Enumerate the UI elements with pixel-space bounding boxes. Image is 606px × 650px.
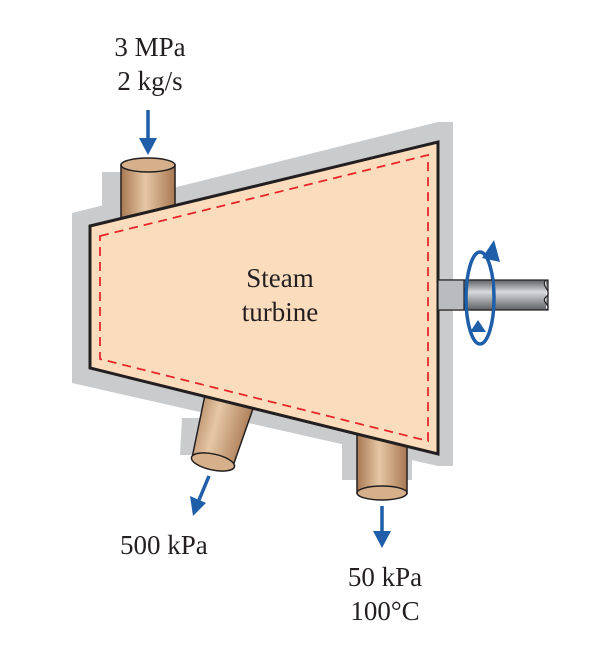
control-volume-boundary bbox=[99, 153, 429, 443]
turbine-label-line1: Steam bbox=[246, 263, 314, 293]
inlet-mass-flow: 2 kg/s bbox=[117, 66, 183, 96]
extraction-pressure: 500 kPa bbox=[120, 530, 208, 560]
turbine-label: Steam turbine bbox=[180, 261, 380, 329]
extraction-flow-arrow-icon bbox=[190, 475, 211, 516]
extraction-pressure-label: 500 kPa bbox=[120, 528, 280, 562]
turbine-label-line2: turbine bbox=[241, 297, 319, 327]
exit-conditions-label: 50 kPa 100°C bbox=[310, 560, 460, 628]
exit-temperature: 100°C bbox=[350, 596, 420, 626]
inlet-pressure: 3 MPa bbox=[114, 32, 186, 62]
exit-pressure: 50 kPa bbox=[347, 562, 423, 592]
turbine-body bbox=[88, 140, 440, 456]
inlet-conditions-label: 3 MPa 2 kg/s bbox=[70, 30, 230, 98]
exit-flow-arrow-icon bbox=[373, 506, 391, 548]
rotation-arrow-icon bbox=[464, 240, 500, 346]
flow-arrow-icon bbox=[139, 110, 157, 155]
